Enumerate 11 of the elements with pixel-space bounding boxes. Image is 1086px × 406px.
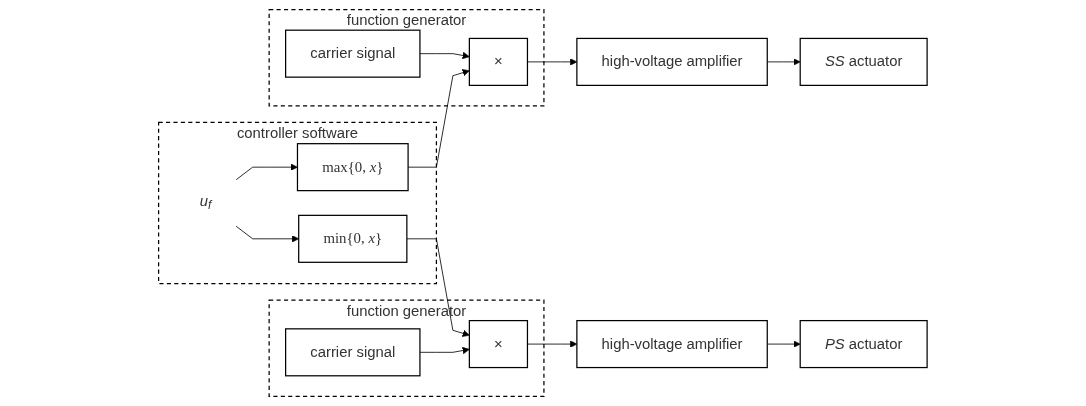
node-box: carrier signal bbox=[285, 328, 421, 377]
node-box: SS actuator bbox=[799, 37, 928, 86]
node-text: u$_{f}$ bbox=[199, 193, 212, 212]
node-box: × bbox=[468, 37, 529, 86]
node-box: high-voltage amplifier bbox=[576, 320, 768, 369]
node-box: carrier signal bbox=[285, 29, 421, 78]
node-box: high-voltage amplifier bbox=[576, 37, 768, 86]
node-box: × bbox=[468, 320, 529, 369]
node-box: min{0, x} bbox=[298, 214, 408, 263]
node-box: max{0, x} bbox=[297, 143, 409, 192]
node-box: PS actuator bbox=[799, 320, 928, 369]
